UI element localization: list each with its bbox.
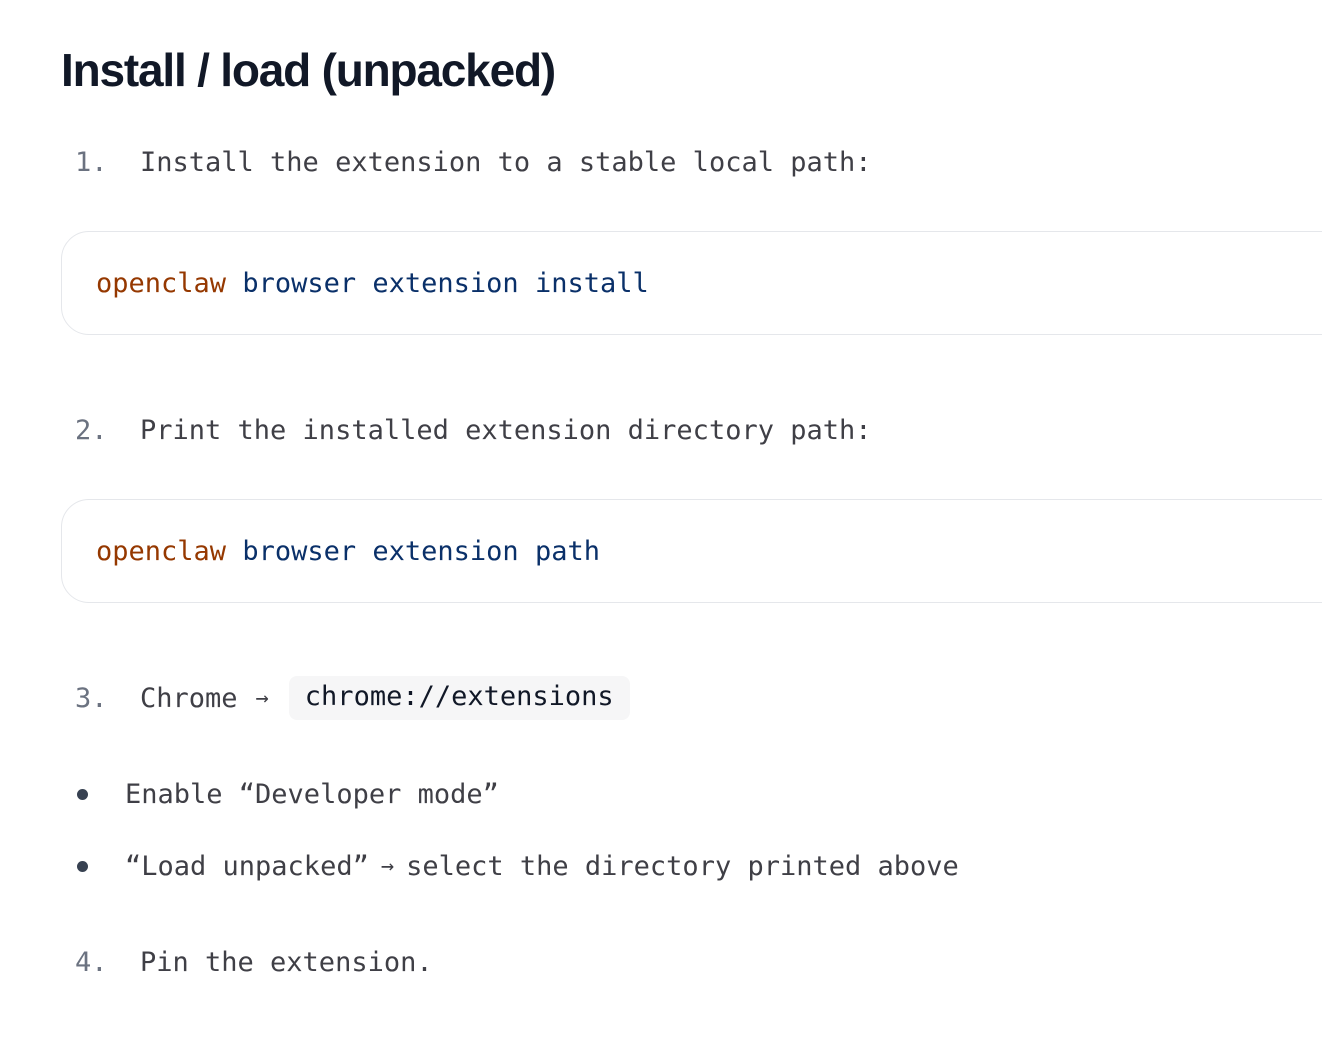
bullet-text: Enable “Developer mode” bbox=[125, 778, 499, 810]
step-text: Chrome bbox=[140, 682, 238, 714]
page-title: Install / load (unpacked) bbox=[61, 44, 556, 96]
arrow-icon: → bbox=[255, 685, 269, 711]
code-command: openclaw bbox=[96, 267, 227, 299]
step-3: 3. Chrome → chrome://extensions bbox=[75, 676, 630, 720]
step-number: 4. bbox=[75, 946, 108, 978]
step-text: Pin the extension. bbox=[140, 946, 433, 978]
code-block-path[interactable]: openclaw browser extension path bbox=[61, 499, 1322, 603]
step-text: Install the extension to a stable local … bbox=[140, 146, 872, 178]
code-command: openclaw bbox=[96, 535, 227, 567]
step-1: 1. Install the extension to a stable loc… bbox=[75, 142, 872, 182]
step-number: 1. bbox=[75, 146, 108, 178]
list-item-developer-mode: Enable “Developer mode” bbox=[75, 774, 499, 814]
step-text: Print the installed extension directory … bbox=[140, 414, 872, 446]
code-arg: install bbox=[534, 267, 649, 299]
step-2: 2. Print the installed extension directo… bbox=[75, 410, 872, 450]
inline-code-chrome-extensions[interactable]: chrome://extensions bbox=[288, 676, 630, 720]
list-item-load-unpacked: “Load unpacked” → select the directory p… bbox=[75, 846, 959, 886]
bullet-text-pre: “Load unpacked” bbox=[125, 850, 369, 882]
step-4: 4. Pin the extension. bbox=[75, 942, 433, 982]
bullet-icon bbox=[77, 860, 88, 872]
step-number: 3. bbox=[75, 682, 108, 714]
arrow-icon: → bbox=[380, 853, 395, 879]
code-arg: browser bbox=[242, 267, 357, 299]
code-arg: extension bbox=[372, 267, 519, 299]
step-number: 2. bbox=[75, 414, 108, 446]
code-arg: path bbox=[534, 535, 600, 567]
code-arg: extension bbox=[372, 535, 519, 567]
bullet-icon bbox=[77, 788, 88, 800]
bullet-text-post: select the directory printed above bbox=[406, 850, 959, 882]
code-arg: browser bbox=[242, 535, 357, 567]
code-block-install[interactable]: openclaw browser extension install bbox=[61, 231, 1322, 335]
